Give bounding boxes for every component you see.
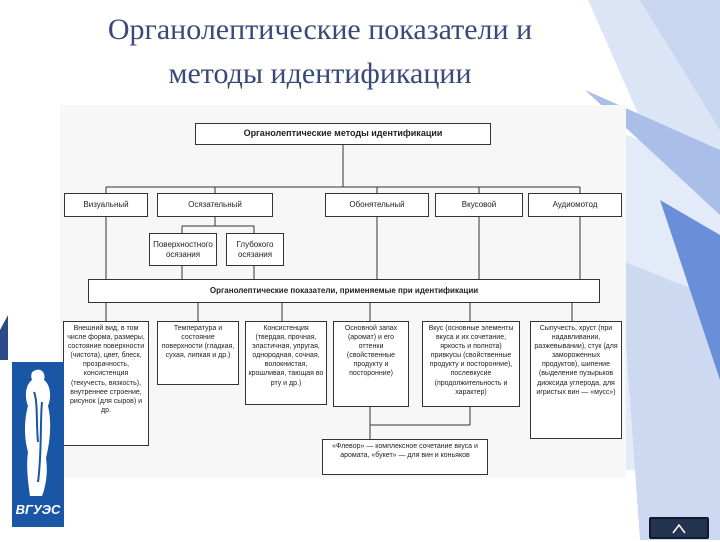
sub-method-deep: Глубокого осязания	[226, 233, 284, 266]
home-nav-button[interactable]	[649, 517, 709, 539]
flavor-note-box: «Флевор» — комплексное сочетание вкуса и…	[322, 439, 488, 475]
method-audio: Аудиомотод	[528, 193, 622, 217]
indicator-audio: Сыпучесть, хруст (при надавливании, разж…	[530, 321, 622, 439]
slide-title: Органолептические показатели и методы ид…	[40, 8, 600, 96]
indicator-gustatory: Вкус (основные элементы вкуса и их сочет…	[422, 321, 520, 407]
sub-method-surface: Поверхностного осязания	[149, 233, 217, 266]
title-line-2: методы идентификации	[168, 57, 472, 90]
indicator-tactile-surface: Температура и состояние поверхности (гла…	[157, 321, 239, 385]
diagram-top-box: Органолептические методы идентификации	[195, 123, 491, 145]
home-icon	[672, 523, 686, 534]
diagram-connectors	[105, 145, 581, 439]
title-line-1: Органолептические показатели и	[107, 13, 533, 46]
method-gustatory: Вкусовой	[435, 193, 523, 217]
method-visual: Визуальный	[64, 193, 148, 217]
identification-diagram: Органолептические методы идентификации В…	[60, 105, 626, 478]
university-logo	[12, 362, 64, 527]
method-tactile: Осязательный	[157, 193, 273, 217]
indicator-tactile-deep: Консистенция (твердая, прочная, эластичн…	[245, 321, 327, 405]
statue-icon	[25, 369, 51, 496]
indicator-visual: Внешний вид, в том числе форма, размеры,…	[63, 321, 149, 446]
indicators-header-box: Органолептические показатели, применяемы…	[88, 279, 600, 303]
logo-text: ВГУЭС	[15, 502, 61, 517]
method-olfactory: Обонятельный	[325, 193, 429, 217]
indicator-olfactory: Основной запах (аромат) и его оттенки (с…	[333, 321, 409, 407]
